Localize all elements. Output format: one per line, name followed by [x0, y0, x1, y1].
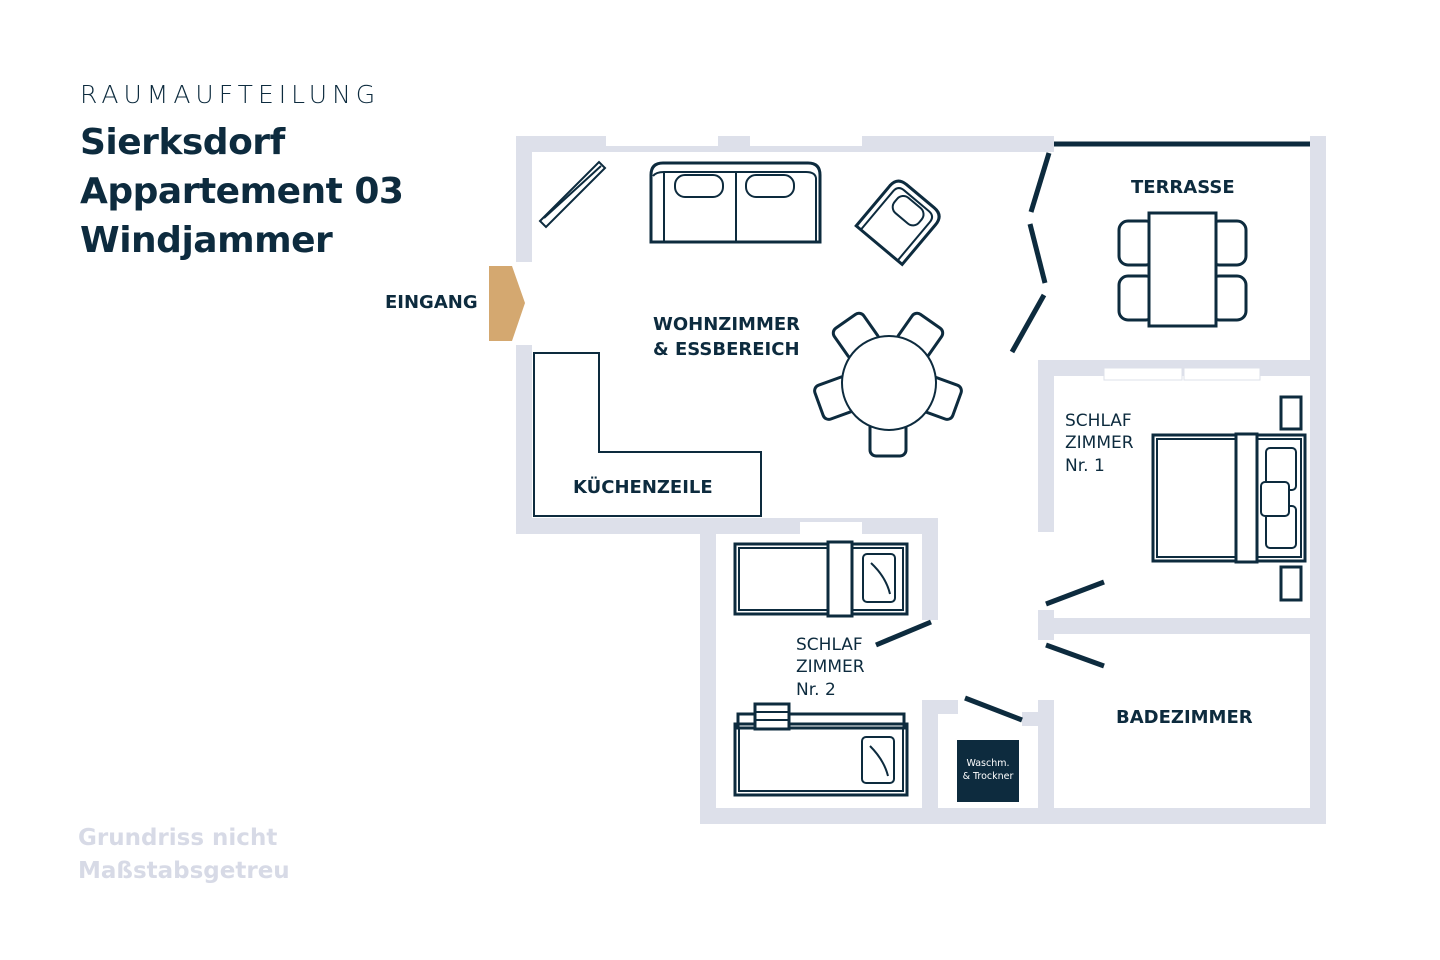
tv-icon [538, 160, 607, 229]
doors [875, 152, 1105, 723]
kitchen-counter [533, 352, 762, 517]
label-terrace: TERRASSE [1131, 177, 1235, 198]
terrace-table-icon [1117, 211, 1248, 328]
label-entrance: EINGANG [385, 292, 478, 313]
double-bed-icon [1151, 395, 1307, 602]
washer-dryer [957, 740, 1019, 802]
label-dining: & ESSBEREICH [653, 339, 800, 360]
label-bedroom1: SCHLAF [1065, 411, 1132, 431]
windows [606, 134, 1261, 534]
label-laundry: & Trockner [963, 771, 1014, 782]
title-line: Appartement 03 [80, 171, 404, 212]
label-bedroom2: Nr. 2 [796, 680, 836, 700]
room-labels: EINGANG WOHNZIMMER & ESSBEREICH KÜCHENZE… [385, 177, 1253, 782]
title-line: Windjammer [80, 220, 333, 261]
entrance-arrow-icon [489, 266, 525, 341]
label-kitchen: KÜCHENZEILE [573, 476, 713, 498]
single-bed-icon [733, 540, 909, 618]
scale-note: Grundriss nicht Maßstabsgetreu [78, 822, 290, 888]
page-title: Sierksdorf Appartement 03 Windjammer [80, 118, 404, 265]
label-living: WOHNZIMMER [653, 314, 800, 335]
label-bedroom2: ZIMMER [796, 657, 865, 677]
title-line: Sierksdorf [80, 122, 285, 163]
scale-note-line: Maßstabsgetreu [78, 858, 290, 884]
plan-kicker: RAUMAUFTEILUNG [80, 80, 381, 109]
label-bedroom2: SCHLAF [796, 635, 863, 655]
single-bed-icon [733, 702, 909, 797]
scale-note-line: Grundriss nicht [78, 825, 278, 851]
label-bedroom1: ZIMMER [1065, 433, 1134, 453]
armchair-icon [854, 179, 941, 267]
label-bathroom: BADEZIMMER [1116, 707, 1253, 728]
sofa-icon [649, 161, 822, 244]
label-bedroom1: Nr. 1 [1065, 456, 1105, 476]
label-laundry: Waschm. [966, 758, 1009, 769]
dining-table-icon [813, 311, 963, 458]
